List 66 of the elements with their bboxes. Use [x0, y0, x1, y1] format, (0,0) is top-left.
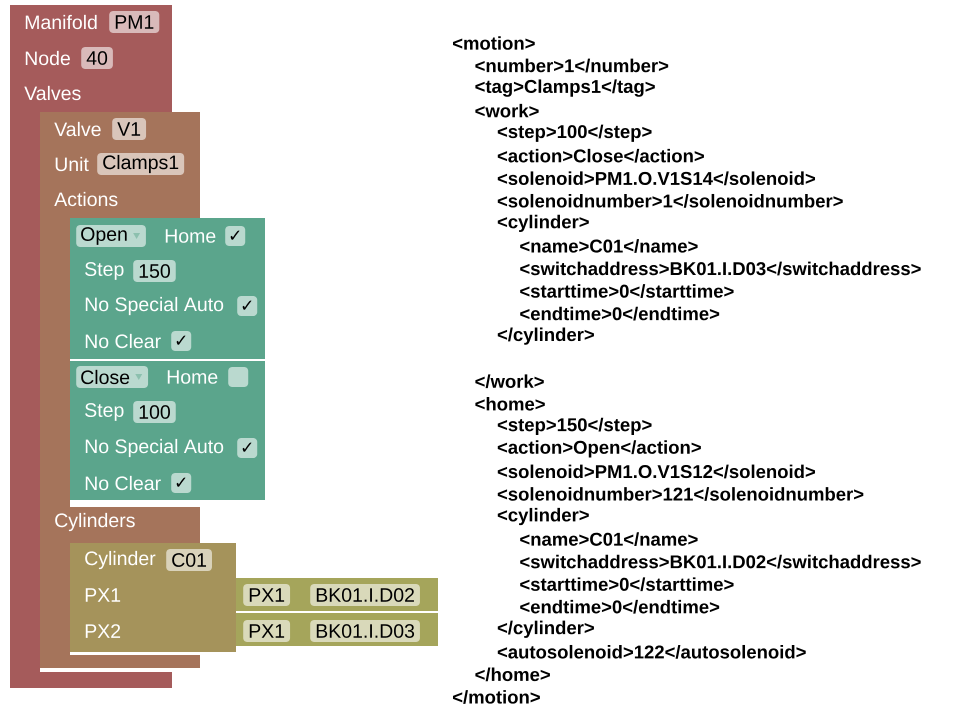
- input-field: PM1: [109, 11, 160, 33]
- code-line: <cylinder>: [498, 214, 589, 232]
- block-label: No Special Auto: [86, 296, 224, 316]
- code-line: <endtime>0</endtime>: [520, 306, 720, 320]
- code-line: <work>: [475, 104, 539, 118]
- block-label: Step: [85, 262, 124, 280]
- code-line: <number>1</number>: [475, 58, 668, 72]
- block-label: Cylinder: [85, 550, 156, 570]
- input-field: 100: [133, 401, 176, 423]
- code-line: </home>: [475, 668, 550, 682]
- code-line: <action>Close</action>: [498, 148, 704, 163]
- checkbox: ✓: [225, 226, 246, 246]
- code-line: <step>100</step>: [498, 124, 652, 142]
- checkbox: [228, 367, 248, 387]
- dropdown: Open: [76, 225, 146, 247]
- block-label: Home: [166, 229, 216, 243]
- block-label: Home: [168, 370, 218, 384]
- code-line: <name>C01</name>: [520, 239, 698, 253]
- code-line: <home>: [475, 397, 545, 411]
- block-label: PX2: [86, 624, 120, 638]
- input-field: V1: [112, 118, 146, 140]
- code-line: <motion>: [453, 36, 535, 50]
- block-label: No Clear: [86, 334, 161, 348]
- input-field: C01: [166, 549, 212, 571]
- block-label: Step: [85, 403, 124, 421]
- checkbox: ✓: [237, 438, 258, 458]
- code-line: <switchaddress>BK01.I.D02</switchaddress>: [520, 554, 921, 569]
- input-field: BK01.I.D03: [310, 620, 420, 642]
- block-label: Unit: [56, 156, 89, 172]
- input-field: 150: [133, 260, 176, 282]
- block-label: Actions: [54, 192, 118, 206]
- code-line: <solenoidnumber>1</solenoidnumber>: [498, 194, 843, 208]
- checkbox: ✓: [171, 331, 192, 351]
- code-line: <starttime>0</starttime>: [520, 284, 734, 298]
- code-line: </work>: [475, 374, 544, 388]
- block-label: No Special Auto: [86, 438, 224, 458]
- code-line: <autosolenoid>122</autosolenoid>: [498, 644, 806, 659]
- code-line: <solenoidnumber>121</solenoidnumber>: [498, 487, 864, 501]
- code-line: <cylinder>: [498, 508, 589, 526]
- code-line: <solenoid>PM1.O.V1S12</solenoid>: [498, 464, 815, 478]
- input-field: Clamps1: [97, 153, 184, 175]
- input-field: PX1: [243, 620, 290, 642]
- code-line: </motion>: [453, 690, 540, 704]
- checkbox: ✓: [171, 473, 192, 493]
- block-label: Cylinders: [55, 512, 135, 532]
- code-line: <action>Open</action>: [498, 440, 701, 458]
- block-label: PX1: [86, 588, 120, 602]
- block-label: No Clear: [86, 476, 161, 490]
- code-line: <solenoid>PM1.O.V1S14</solenoid>: [498, 171, 815, 186]
- dropdown: Close: [76, 366, 148, 388]
- block-label: Valve: [54, 122, 101, 136]
- block-label: Valves: [24, 86, 81, 100]
- code-line: </cylinder>: [498, 328, 594, 345]
- block-label: Manifold: [26, 14, 97, 30]
- code-line: <step>150</step>: [498, 418, 652, 435]
- code-line: <starttime>0</starttime>: [520, 577, 734, 592]
- checkbox: ✓: [237, 296, 258, 316]
- code-line: </cylinder>: [498, 620, 594, 638]
- input-field: PX1: [243, 584, 290, 606]
- code-line: <name>C01</name>: [520, 532, 698, 546]
- input-field: 40: [81, 47, 113, 69]
- code-line: <tag>Clamps1</tag>: [475, 79, 655, 97]
- block-label: Node: [26, 50, 70, 66]
- code-line: <switchaddress>BK01.I.D03</switchaddress>: [520, 262, 921, 276]
- code-line: <endtime>0</endtime>: [520, 600, 720, 614]
- input-field: BK01.I.D02: [310, 584, 420, 606]
